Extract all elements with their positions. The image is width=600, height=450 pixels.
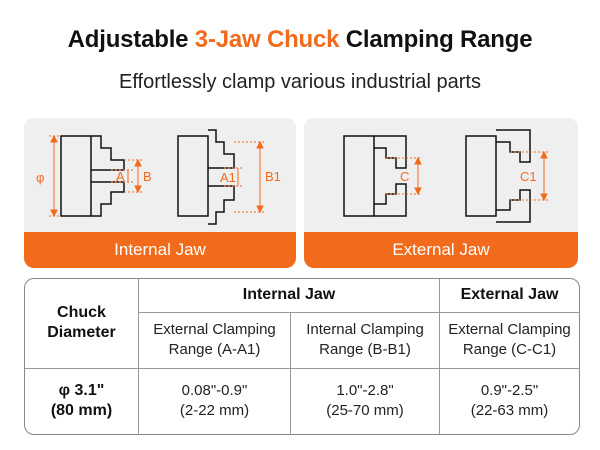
external-jaw-panel: C C1 External Jaw — [304, 118, 578, 268]
range-c-in: 0.9"-2.5" — [480, 382, 539, 400]
range-a-mm: (2-22 mm) — [179, 402, 250, 420]
row-diameter: φ 3.1" (80 mm) — [25, 367, 139, 434]
label-a1: A1 — [220, 170, 236, 185]
title-accent: 3-Jaw Chuck — [194, 26, 340, 53]
sub-internal-range-b: Internal Clamping Range (B-B1) — [290, 311, 440, 369]
cell-range-b: 1.0"-2.8" (25-70 mm) — [290, 367, 440, 434]
page-title: Adjustable 3-Jaw Chuck Clamping Range — [0, 26, 600, 54]
range-b-mm: (25-70 mm) — [326, 402, 404, 420]
internal-jaw-label: Internal Jaw — [24, 232, 296, 268]
label-a: A — [116, 169, 125, 184]
group-external-jaw: External Jaw — [439, 279, 579, 313]
diameter-in: φ 3.1" — [58, 382, 105, 400]
chuck-body-right — [465, 135, 497, 217]
spec-table: Chuck Diameter Internal Jaw External Jaw… — [24, 278, 580, 435]
internal-jaw-diagram: φ A B A1 B1 — [36, 129, 281, 225]
upper-jaw-left — [374, 135, 407, 169]
internal-jaw-panel: φ A B A1 B1 Internal Jaw — [24, 118, 296, 268]
chuck-body-right — [177, 135, 209, 217]
upper-jaw-left — [91, 135, 125, 171]
cell-range-c: 0.9"-2.5" (22-63 mm) — [439, 367, 579, 434]
label-phi: φ — [36, 170, 44, 185]
external-jaw-label: External Jaw — [304, 232, 578, 268]
external-jaw-diagram: C C1 — [343, 129, 550, 223]
diameter-mm: (80 mm) — [50, 402, 113, 420]
range-a-in: 0.08"-0.9" — [181, 382, 248, 400]
upper-jaw-right — [208, 129, 235, 169]
label-b: B — [143, 169, 152, 184]
label-b1: B1 — [265, 169, 281, 184]
lower-jaw-left — [374, 183, 407, 217]
range-c-mm: (22-63 mm) — [470, 402, 549, 420]
lower-jaw-left — [91, 181, 125, 217]
title-part2: Clamping Range — [339, 26, 533, 53]
chuck-body-left — [343, 135, 375, 217]
lower-jaw-right — [496, 189, 531, 223]
chuck-body-left — [60, 135, 92, 217]
label-c: C — [400, 169, 409, 184]
page-subtitle: Effortlessly clamp various industrial pa… — [119, 71, 481, 93]
title-part1: Adjustable — [67, 26, 195, 53]
group-internal-jaw: Internal Jaw — [138, 279, 440, 313]
label-c1: C1 — [520, 169, 537, 184]
cell-range-a: 0.08"-0.9" (2-22 mm) — [138, 367, 291, 434]
lower-jaw-right — [208, 185, 235, 225]
col-chuck-diameter: Chuck Diameter — [25, 279, 139, 369]
range-b-in: 1.0"-2.8" — [336, 382, 394, 400]
sub-external-range-c: External Clamping Range (C-C1) — [439, 311, 579, 369]
sub-external-range-a: External Clamping Range (A-A1) — [138, 311, 291, 369]
upper-jaw-right — [496, 129, 531, 163]
